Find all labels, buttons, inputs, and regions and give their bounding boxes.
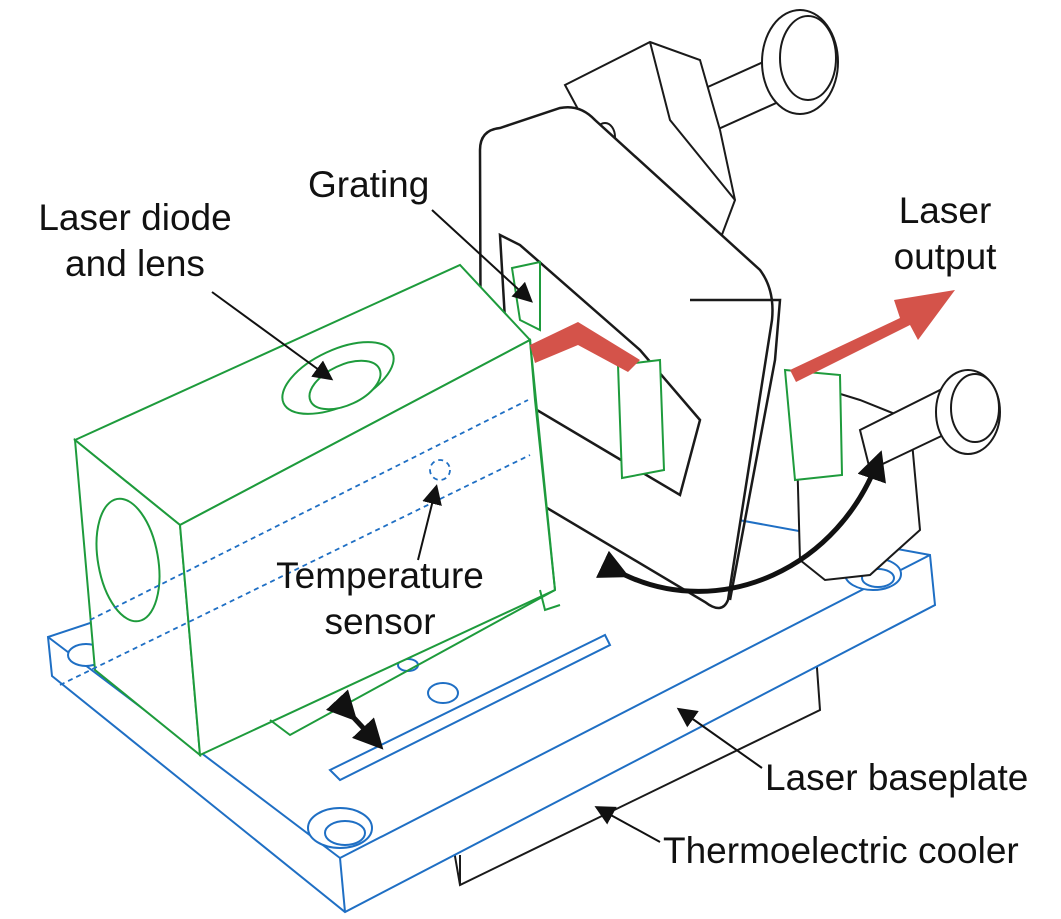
sensor-bore: [59, 399, 531, 686]
label-laser-diode: Laser diode and lens: [20, 195, 250, 287]
diode-mount-block: [73, 263, 561, 758]
label-temperature-sensor-line1: Temperature: [276, 555, 484, 596]
label-thermoelectric-cooler: Thermoelectric cooler: [663, 830, 1019, 871]
label-laser-diode-line1: Laser diode: [38, 197, 232, 238]
label-leaders: [211, 209, 763, 843]
label-temperature-sensor: Temperature sensor: [262, 553, 498, 645]
label-laser-output-line1: Laser: [898, 190, 992, 231]
rotation-arrow: [595, 450, 886, 594]
laser-beam: [530, 290, 955, 382]
label-grating: Grating: [308, 164, 430, 205]
label-laser-diode-line2: and lens: [65, 243, 205, 284]
label-laser-baseplate: Laser baseplate: [765, 757, 1029, 798]
translation-arrow: [325, 689, 384, 750]
label-temperature-sensor-line2: sensor: [324, 601, 436, 642]
label-laser-output-line2: output: [893, 236, 997, 277]
label-laser-output: Laser output: [880, 188, 1010, 280]
